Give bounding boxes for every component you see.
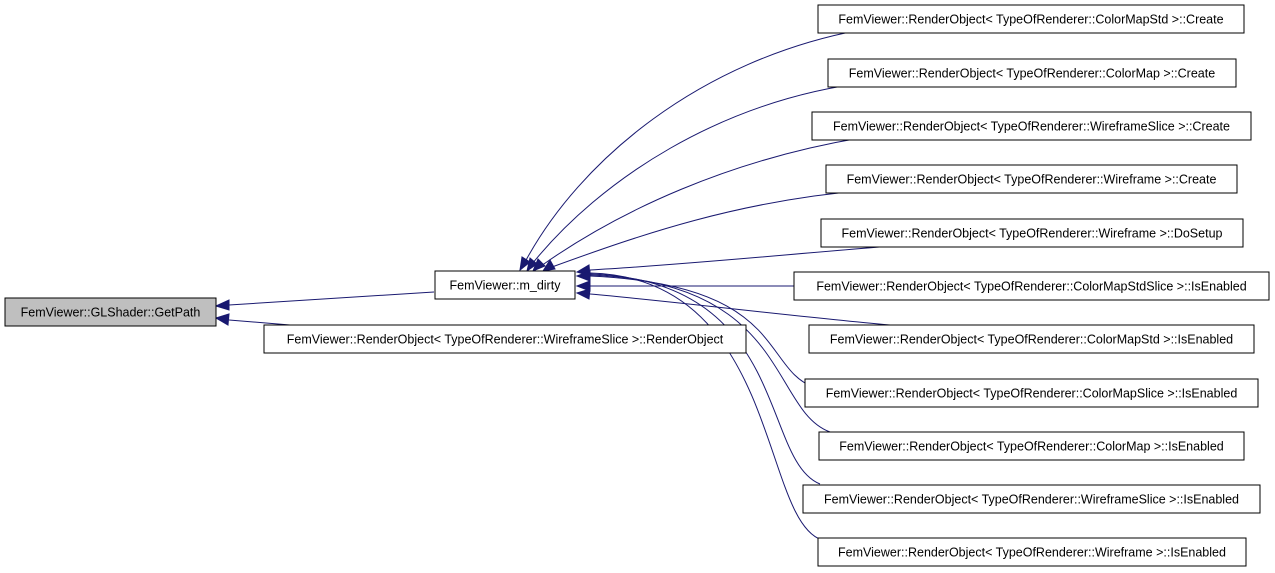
node-label: FemViewer::RenderObject< TypeOfRenderer:…	[839, 440, 1224, 454]
node-colormapstd-isenabled[interactable]: FemViewer::RenderObject< TypeOfRenderer:…	[808, 324, 1255, 354]
arrowhead-icon	[575, 288, 591, 300]
arrowhead-icon	[532, 258, 546, 272]
node-wireframeslice-isenabled[interactable]: FemViewer::RenderObject< TypeOfRenderer:…	[802, 484, 1261, 514]
node-label: FemViewer::RenderObject< TypeOfRenderer:…	[826, 387, 1238, 401]
node-label: FemViewer::RenderObject< TypeOfRenderer:…	[830, 333, 1233, 347]
edge-n09-to-m_dirty	[589, 274, 831, 433]
node-label: FemViewer::RenderObject< TypeOfRenderer:…	[838, 13, 1223, 27]
edge-m_dirty-to-getpath	[228, 291, 435, 306]
node-label: FemViewer::RenderObject< TypeOfRenderer:…	[824, 493, 1239, 507]
node-colormapslice-isenabled[interactable]: FemViewer::RenderObject< TypeOfRenderer:…	[804, 378, 1259, 408]
node-label: FemViewer::RenderObject< TypeOfRenderer:…	[816, 280, 1246, 294]
node-wireframe-dosetup[interactable]: FemViewer::RenderObject< TypeOfRenderer:…	[820, 218, 1244, 248]
node-colormap-create[interactable]: FemViewer::RenderObject< TypeOfRenderer:…	[827, 58, 1237, 88]
node-label: FemViewer::RenderObject< TypeOfRenderer:…	[847, 173, 1217, 187]
node-label: FemViewer::RenderObject< TypeOfRenderer:…	[838, 546, 1226, 560]
node-label: FemViewer::RenderObject< TypeOfRenderer:…	[833, 120, 1230, 134]
arrowhead-icon	[541, 259, 556, 272]
arrowhead-icon	[214, 313, 230, 326]
node-label: FemViewer::RenderObject< TypeOfRenderer:…	[849, 67, 1215, 81]
edge-n01-to-m_dirty	[524, 29, 861, 263]
node-wireframeslice-renderobject[interactable]: FemViewer::RenderObject< TypeOfRenderer:…	[263, 324, 747, 354]
arrowhead-icon	[526, 257, 538, 273]
node-getpath[interactable]: FemViewer::GLShader::GetPath	[4, 297, 217, 327]
node-colormapstdslice-isenabled[interactable]: FemViewer::RenderObject< TypeOfRenderer:…	[793, 271, 1270, 301]
arrowhead-icon	[575, 270, 591, 282]
edge-n10-to-m_dirty	[589, 273, 821, 485]
node-colormapstd-create[interactable]: FemViewer::RenderObject< TypeOfRenderer:…	[817, 4, 1245, 34]
edge-n04-to-m_dirty	[551, 189, 871, 268]
node-colormap-isenabled[interactable]: FemViewer::RenderObject< TypeOfRenderer:…	[818, 431, 1245, 461]
edge-n02-to-m_dirty	[531, 81, 871, 265]
node-label: FemViewer::GLShader::GetPath	[21, 306, 201, 320]
arrowhead-icon	[575, 280, 591, 292]
node-label: FemViewer::RenderObject< TypeOfRenderer:…	[842, 227, 1223, 241]
edge-n05-to-m_dirty	[589, 245, 893, 271]
node-m_dirty[interactable]: FemViewer::m_dirty	[434, 270, 576, 300]
node-wireframe-create[interactable]: FemViewer::RenderObject< TypeOfRenderer:…	[825, 164, 1238, 194]
edge-n03-to-m_dirty	[540, 137, 861, 267]
node-label: FemViewer::RenderObject< TypeOfRenderer:…	[287, 333, 724, 347]
node-label: FemViewer::m_dirty	[450, 279, 562, 293]
edge-wireframeslice-ctor-to-getpath	[228, 319, 291, 326]
arrowhead-icon	[519, 256, 531, 272]
arrowhead-icon	[214, 299, 230, 311]
edge-n11-to-m_dirty	[589, 272, 823, 541]
node-wireframeslice-create[interactable]: FemViewer::RenderObject< TypeOfRenderer:…	[811, 111, 1252, 141]
node-wireframe-isenabled[interactable]: FemViewer::RenderObject< TypeOfRenderer:…	[817, 537, 1247, 567]
